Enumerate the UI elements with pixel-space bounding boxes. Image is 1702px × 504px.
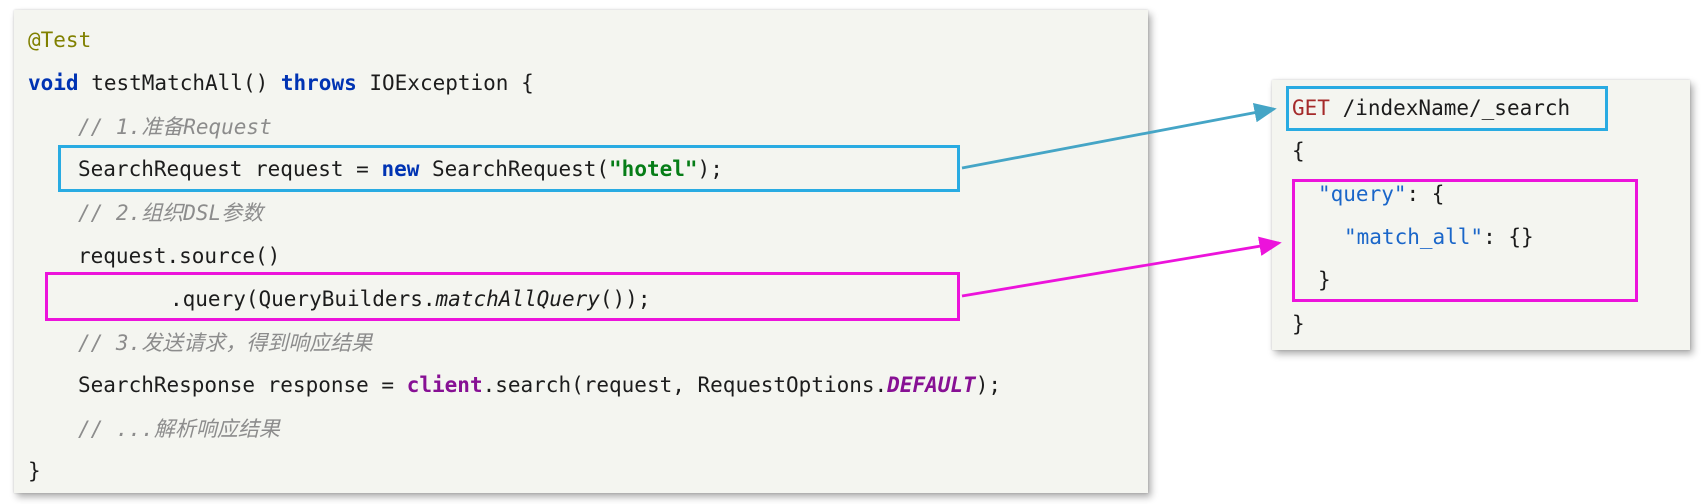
- token-string: "hotel": [609, 157, 698, 182]
- dsl-code-line: "match_all": {}: [1272, 216, 1690, 259]
- token-plain: SearchResponse response =: [78, 373, 407, 398]
- token-annotation: @Test: [28, 27, 92, 52]
- token-plain: : {: [1406, 181, 1445, 206]
- token-static-method: matchAllQuery: [435, 286, 600, 311]
- java-code-line: // ...解析响应结果: [14, 407, 1148, 450]
- dsl-code-line: {: [1272, 129, 1690, 172]
- token-comment: // ...解析响应结果: [78, 417, 280, 442]
- java-code-line: void testMatchAll() throws IOException {: [14, 61, 1148, 104]
- token-plain: request.source(): [78, 243, 281, 268]
- token-keyword: void: [28, 70, 79, 95]
- token-plain: : {}: [1483, 225, 1534, 250]
- token-keyword: throws: [280, 70, 357, 95]
- dsl-code-line: }: [1272, 302, 1690, 345]
- token-plain: /indexName/_search: [1342, 95, 1571, 120]
- token-plain: ());: [599, 286, 651, 311]
- dsl-code-line: GET /indexName/_search: [1272, 86, 1690, 129]
- java-code-line: .query(QueryBuilders.matchAllQuery());: [14, 277, 1148, 320]
- token-keyword: new: [381, 157, 420, 182]
- token-field: client: [406, 373, 483, 398]
- java-code-panel: @Test void testMatchAll() throws IOExcept…: [14, 10, 1148, 493]
- token-json-key: "match_all": [1344, 225, 1484, 250]
- java-code-line: SearchRequest request = new SearchReques…: [14, 148, 1148, 191]
- token-json-key: "query": [1318, 181, 1407, 206]
- highlight-box-search-request: [58, 145, 960, 192]
- token-plain: .query(QueryBuilders.: [170, 286, 436, 311]
- token-plain: }: [1318, 268, 1331, 293]
- token-plain: .search(request, RequestOptions.: [482, 373, 888, 398]
- dsl-code-block: GET /indexName/_search{"query": {"match_…: [1272, 86, 1690, 345]
- token-plain: testMatchAll(): [78, 70, 281, 95]
- token-plain: }: [28, 459, 41, 484]
- java-code-line: // 3.发送请求，得到响应结果: [14, 320, 1148, 363]
- token-plain: {: [1292, 138, 1305, 163]
- java-code-line: @Test: [14, 18, 1148, 61]
- java-code-block: @Test void testMatchAll() throws IOExcept…: [14, 18, 1148, 493]
- token-plain: SearchRequest(: [419, 157, 610, 182]
- token-plain: SearchRequest request =: [78, 157, 382, 182]
- java-code-line: }: [14, 450, 1148, 493]
- token-comment: // 2.组织DSL参数: [78, 201, 264, 226]
- java-code-line: SearchResponse response = client.search(…: [14, 364, 1148, 407]
- java-code-line: request.source(): [14, 234, 1148, 277]
- highlight-box-match-all-dsl: [1292, 179, 1638, 302]
- java-code-line: // 1.准备Request: [14, 104, 1148, 147]
- highlight-box-query-builder: [45, 272, 960, 321]
- highlight-box-get-endpoint: [1286, 86, 1608, 131]
- token-plain: );: [975, 373, 1001, 398]
- token-constant: DEFAULT: [887, 373, 976, 398]
- token-http-method: GET: [1292, 95, 1343, 120]
- token-plain: }: [1292, 311, 1305, 336]
- java-code-line: // 2.组织DSL参数: [14, 191, 1148, 234]
- dsl-query-panel: GET /indexName/_search{"query": {"match_…: [1272, 80, 1690, 350]
- token-plain: IOException {: [356, 70, 534, 95]
- dsl-code-line: }: [1272, 259, 1690, 302]
- token-comment: // 3.发送请求，得到响应结果: [78, 330, 373, 355]
- dsl-code-line: "query": {: [1272, 172, 1690, 215]
- token-plain: );: [697, 157, 723, 182]
- token-comment: // 1.准备Request: [78, 114, 272, 139]
